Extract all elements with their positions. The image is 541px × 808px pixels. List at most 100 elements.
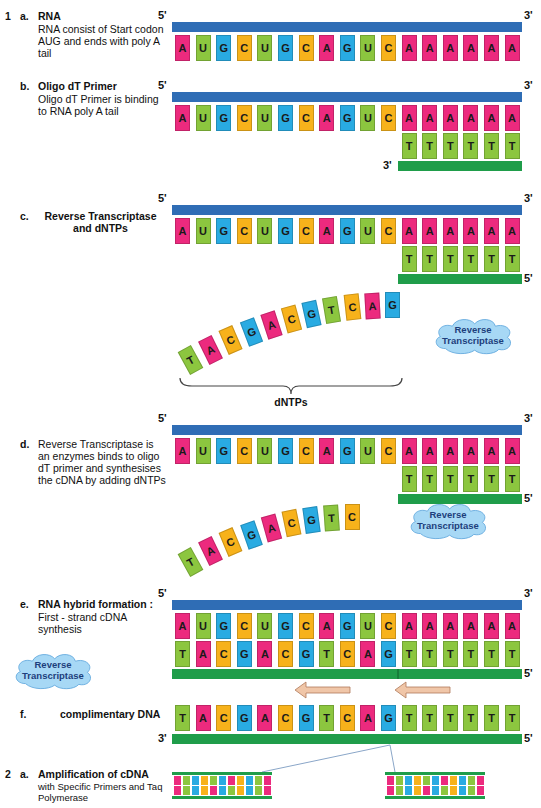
base-letter: C bbox=[302, 620, 310, 632]
base-letter: A bbox=[467, 42, 475, 54]
nucleotide-base: G bbox=[381, 705, 396, 731]
nucleotide-base: A bbox=[422, 35, 437, 61]
strand-end: 3' bbox=[524, 9, 540, 21]
mini-base bbox=[441, 786, 448, 795]
nucleotide-base: T bbox=[178, 345, 204, 375]
nucleotide-base: U bbox=[196, 35, 211, 61]
panel-number: 1 bbox=[5, 10, 19, 22]
mini-base bbox=[174, 786, 181, 795]
strand-end: 5' bbox=[524, 732, 540, 744]
base-letter: C bbox=[286, 517, 296, 530]
base-letter: U bbox=[261, 112, 269, 124]
nucleotide-base: A bbox=[463, 35, 478, 61]
nucleotide-base: A bbox=[443, 105, 458, 131]
nucleotide-base: A bbox=[175, 613, 190, 639]
nucleotide-base: C bbox=[381, 105, 396, 131]
nucleotide-base: T bbox=[484, 246, 499, 272]
nucleotide-base: T bbox=[443, 133, 458, 159]
base-letter: T bbox=[468, 140, 475, 152]
mini-base bbox=[183, 776, 190, 785]
base-letter: A bbox=[323, 225, 331, 237]
mini-base bbox=[423, 786, 430, 795]
nucleotide-base: G bbox=[340, 613, 355, 639]
base-letter: A bbox=[405, 225, 413, 237]
nucleotide-base: C bbox=[299, 613, 314, 639]
nucleotide-base: G bbox=[299, 705, 314, 731]
base-letter: U bbox=[199, 445, 207, 457]
base-letter: T bbox=[406, 253, 413, 265]
mini-base bbox=[219, 776, 226, 785]
nucleotide-base: U bbox=[257, 218, 272, 244]
nucleotide-base: G bbox=[302, 299, 322, 328]
base-letter: G bbox=[343, 445, 352, 457]
nucleotide-base: A bbox=[463, 218, 478, 244]
nucleotide-base: A bbox=[175, 218, 190, 244]
base-letter: U bbox=[199, 225, 207, 237]
nucleotide-base: A bbox=[319, 35, 334, 61]
brace-label: dNTPs bbox=[266, 396, 316, 408]
nucleotide-base: G bbox=[340, 35, 355, 61]
base-letter: U bbox=[364, 445, 372, 457]
base-letter: C bbox=[348, 511, 356, 523]
nucleotide-base: A bbox=[196, 641, 211, 667]
base-letter: G bbox=[281, 445, 290, 457]
base-letter: T bbox=[323, 712, 330, 724]
nucleotide-base: A bbox=[319, 105, 334, 131]
base-letter: A bbox=[204, 544, 216, 558]
mini-base bbox=[387, 776, 394, 785]
mini-base bbox=[246, 786, 253, 795]
base-letter: A bbox=[261, 712, 269, 724]
nucleotide-base: T bbox=[463, 466, 478, 492]
base-letter: C bbox=[302, 112, 310, 124]
mini-backbone bbox=[172, 772, 272, 775]
nucleotide-base: A bbox=[484, 438, 499, 464]
nucleotide-base: A bbox=[443, 613, 458, 639]
base-letter: U bbox=[199, 42, 207, 54]
base-letter: U bbox=[364, 112, 372, 124]
panel-note: with Specific Primers and Taq Polymerase bbox=[38, 781, 166, 803]
base-letter: A bbox=[467, 445, 475, 457]
base-letter: T bbox=[509, 473, 516, 485]
enzyme-cloud: Reverse Transcriptase bbox=[430, 315, 516, 355]
base-letter: G bbox=[302, 648, 311, 660]
base-letter: A bbox=[204, 342, 216, 356]
mini-base bbox=[246, 776, 253, 785]
base-letter: T bbox=[488, 473, 495, 485]
base-letter: T bbox=[447, 648, 454, 660]
nucleotide-base: T bbox=[402, 705, 417, 731]
base-letter: C bbox=[385, 112, 393, 124]
mini-base bbox=[210, 786, 217, 795]
base-letter: A bbox=[488, 445, 496, 457]
panel-heading: RNA bbox=[38, 10, 158, 22]
base-letter: A bbox=[405, 620, 413, 632]
base-letter: C bbox=[240, 42, 248, 54]
mini-base bbox=[387, 786, 394, 795]
mini-base bbox=[237, 776, 244, 785]
mini-base bbox=[450, 776, 457, 785]
base-letter: A bbox=[467, 112, 475, 124]
nucleotide-base: U bbox=[196, 438, 211, 464]
enzyme-cloud: Reverse Transcriptase bbox=[405, 500, 491, 540]
nucleotide-base: U bbox=[257, 438, 272, 464]
nucleotide-base: G bbox=[237, 641, 252, 667]
base-letter: G bbox=[281, 112, 290, 124]
mini-base bbox=[210, 776, 217, 785]
base-letter: T bbox=[509, 140, 516, 152]
base-letter: U bbox=[364, 620, 372, 632]
base-letter: T bbox=[426, 140, 433, 152]
strand-end: 5' bbox=[158, 192, 174, 204]
rna-backbone bbox=[172, 22, 522, 32]
base-letter: T bbox=[509, 712, 516, 724]
base-letter: T bbox=[179, 712, 186, 724]
base-letter: T bbox=[447, 712, 454, 724]
strand-end: 5' bbox=[524, 272, 540, 284]
leader-line bbox=[262, 745, 390, 772]
mini-base bbox=[450, 786, 457, 795]
base-letter: G bbox=[245, 527, 257, 541]
nucleotide-base: U bbox=[196, 613, 211, 639]
nucleotide-base: T bbox=[443, 246, 458, 272]
panel-note: Reverse Transcriptase is an enzymes bind… bbox=[38, 438, 166, 486]
base-letter: T bbox=[426, 473, 433, 485]
nucleotide-base: G bbox=[340, 105, 355, 131]
nucleotide-base: G bbox=[237, 705, 252, 731]
